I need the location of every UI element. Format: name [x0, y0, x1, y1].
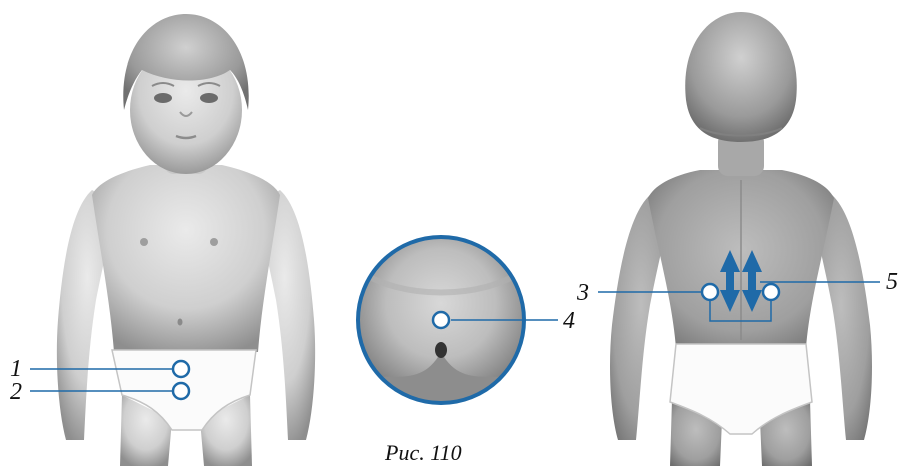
marker-2	[173, 383, 189, 399]
label-5: 5	[886, 269, 898, 295]
marker-4	[433, 312, 449, 328]
figure-caption: Рис. 110	[384, 440, 462, 465]
marker-3b	[763, 284, 779, 300]
marker-3	[702, 284, 718, 300]
label-4: 4	[563, 308, 575, 334]
marker-1	[173, 361, 189, 377]
label-2: 2	[10, 379, 22, 405]
child-back	[610, 12, 872, 466]
label-3: 3	[576, 280, 589, 306]
